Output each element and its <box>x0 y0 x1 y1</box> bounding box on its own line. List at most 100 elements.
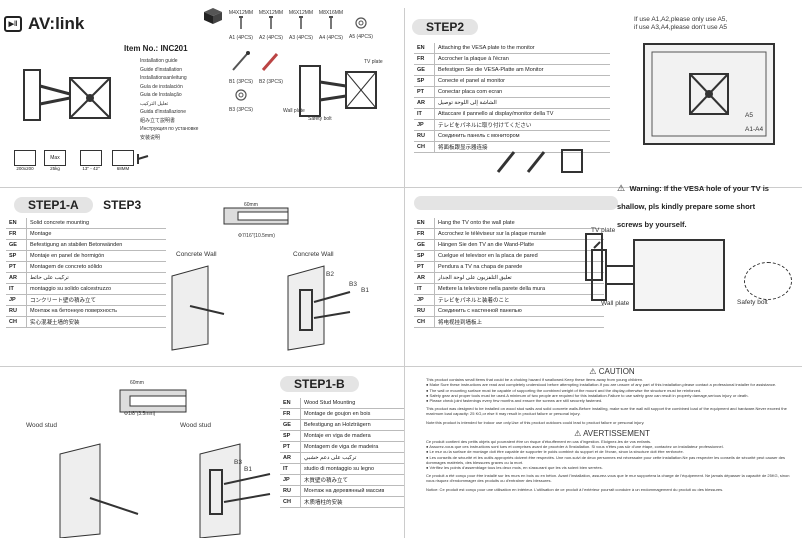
divider <box>404 8 405 538</box>
spec-profile: 68MM <box>112 150 134 171</box>
b2-label: B2 <box>326 271 334 278</box>
safety-bolt-label-2: Safety bolt <box>737 299 768 306</box>
concrete-wall-label-2: Concrete Wall <box>293 251 334 258</box>
wood-stud-bolts <box>180 434 300 539</box>
safety-bolt-label: Safety bolt <box>308 116 332 122</box>
exploded-mount <box>294 56 404 126</box>
b1-label: B1 <box>361 287 369 294</box>
step1a-header: STEP1-A STEP3 <box>14 196 141 214</box>
mount-illustration <box>18 56 118 136</box>
part-b3: B3 (3PCS) <box>226 88 256 113</box>
guide-title: Guia de Instalação <box>140 92 182 98</box>
guide-title: 安装说明 <box>140 134 161 141</box>
spec-size: 13" - 42" <box>76 150 106 171</box>
guide-title: Guide d'installation <box>140 66 183 73</box>
guide-title: Guida d'installazione <box>140 109 186 115</box>
guide-title: 組み立て説明書 <box>140 117 176 124</box>
tv-hang-small <box>576 228 616 288</box>
drill-icon <box>189 305 225 315</box>
tv-back-illustration <box>624 38 794 174</box>
guide-title: Installationsanleitung <box>140 75 187 81</box>
profile-icon <box>112 150 134 166</box>
washer-icon <box>235 89 247 101</box>
screw-icon <box>329 16 333 29</box>
step1a-title: STEP1-A <box>14 197 93 213</box>
spec-weight: Max 25kg <box>44 150 66 171</box>
screw-icon <box>239 16 243 29</box>
package-box-icon <box>202 6 224 24</box>
a5-label: A5 <box>745 112 753 119</box>
warning-icon: ⚠ <box>589 367 597 376</box>
step1b-title: STEP1-B <box>280 376 359 392</box>
spec-icons: 200x200 Max 25kg 13" - 42" 68MM <box>14 150 154 178</box>
warning-icon: ⚠ <box>617 183 626 193</box>
spec-vesa: 200x200 <box>14 150 36 171</box>
step2-title: STEP2 <box>412 19 479 35</box>
wood-stud-label: Wood stud <box>26 422 57 429</box>
part-a3: M6X12MM A3 (4PCS) <box>288 10 314 41</box>
drill-icon <box>89 497 139 515</box>
part-b1: B1 (3PCS) <box>226 50 256 85</box>
brand-name: AV:link <box>28 14 85 33</box>
vesa-icon <box>14 150 36 166</box>
caution-heading: ⚠ CAUTION <box>589 367 635 376</box>
washer-icon <box>355 17 367 29</box>
step1b-header: STEP1-B <box>280 375 359 393</box>
wood-drill-depth <box>118 380 188 424</box>
safety-bolt-detail <box>744 262 792 300</box>
wall-plug-icon <box>261 53 279 71</box>
hardware-parts: M4X12MM A1 (4PCS) M5X12MM A2 (4PCS) M6X1… <box>226 10 396 125</box>
tv-plate-label-2: TV plate <box>591 227 616 234</box>
part-a4: M8X16MM A4 (4PCS) <box>318 10 344 41</box>
b3-label-2: B3 <box>234 459 242 466</box>
guide-titles: Installation guide Guide d'installation … <box>140 57 198 142</box>
weight-icon: Max <box>44 150 66 166</box>
tv-hang-illustration <box>590 236 730 316</box>
screwdriver-icon <box>496 151 516 173</box>
guide-title: Инструкция по установке <box>140 126 199 132</box>
depth-label-2: 60mm <box>130 380 144 386</box>
tilt-icon <box>136 152 150 167</box>
step2-note: If use A1,A2,please only use A5, if use … <box>634 16 728 31</box>
guide-title: تعليل التركيب <box>140 100 169 107</box>
guide-title: Installation guide <box>140 58 178 64</box>
diameter-label: Φ7/16"(10.5mm) <box>238 233 275 239</box>
guide-title: Guía de instalación <box>140 83 183 90</box>
depth-label: 60mm <box>244 202 258 208</box>
tv-plate-label: TV plate <box>364 59 383 65</box>
part-a2: M5X12MM A2 (4PCS) <box>258 10 284 41</box>
screw-icon <box>299 16 303 29</box>
